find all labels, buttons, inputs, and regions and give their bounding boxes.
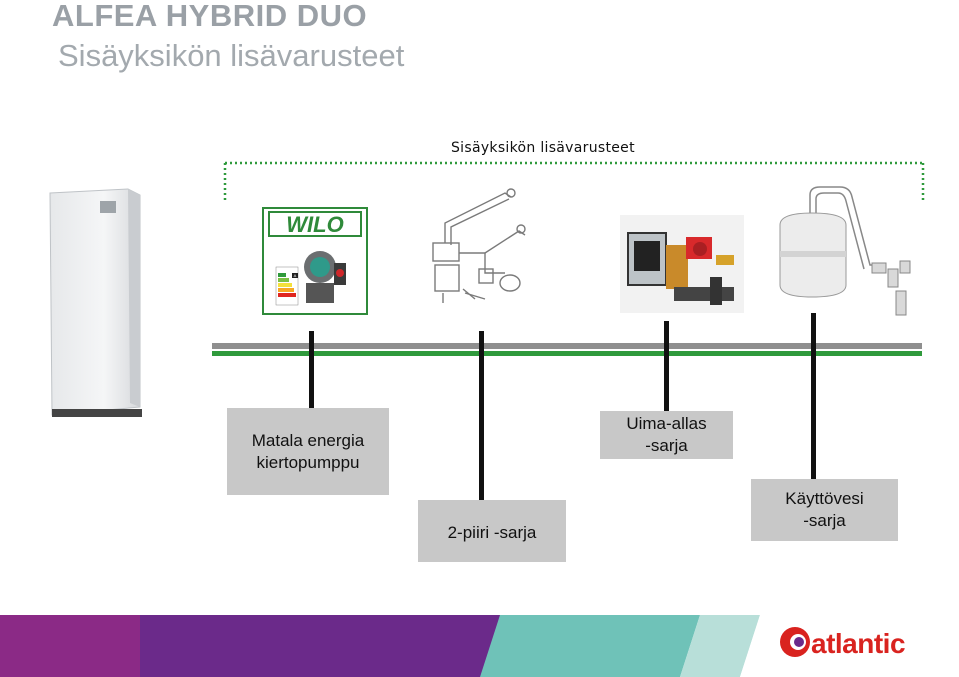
wilo-logo: WILO bbox=[286, 212, 343, 237]
label-line-2: kiertopumppu bbox=[256, 452, 360, 472]
label-line-1: Käyttövesi bbox=[785, 489, 864, 508]
label-line-2: -sarja bbox=[645, 436, 688, 455]
label-dhw-kit: Käyttövesi -sarja bbox=[751, 479, 898, 541]
connector-two-circuit bbox=[479, 331, 484, 500]
dhw-kit-image bbox=[779, 186, 911, 316]
two-circuit-kit-image bbox=[432, 188, 526, 303]
energy-class-label: A bbox=[294, 273, 297, 278]
label-line-1: Uima-allas bbox=[626, 414, 707, 433]
indoor-unit-image bbox=[49, 188, 142, 417]
pool-kit-image bbox=[620, 215, 744, 313]
label-line-1: 2-piiri -sarja bbox=[447, 523, 537, 542]
connector-pool bbox=[664, 321, 669, 411]
wilo-pump-image: WILO A bbox=[262, 207, 368, 315]
label-low-energy-pump: Matala energia kiertopumppu bbox=[227, 408, 389, 495]
connector-pump bbox=[309, 331, 314, 408]
bracket-label: Sisäyksikön lisävarusteet bbox=[451, 140, 635, 156]
accessories-bracket bbox=[223, 161, 925, 203]
label-pool-kit: Uima-allas -sarja bbox=[600, 411, 733, 459]
label-two-circuit-kit: 2-piiri -sarja bbox=[418, 500, 566, 562]
atlantic-logo-text: atlantic bbox=[811, 628, 906, 659]
connector-dhw bbox=[811, 313, 816, 479]
page-subtitle: Sisäyksikön lisävarusteet bbox=[58, 38, 405, 73]
label-line-2: -sarja bbox=[803, 511, 846, 530]
footer-band bbox=[0, 615, 959, 677]
connection-bus-green bbox=[212, 351, 922, 356]
label-line-1: Matala energia bbox=[251, 430, 365, 450]
atlantic-logo-icon bbox=[780, 627, 810, 657]
page-title: ALFEA HYBRID DUO bbox=[52, 0, 368, 33]
connection-bus-gray bbox=[212, 343, 922, 349]
